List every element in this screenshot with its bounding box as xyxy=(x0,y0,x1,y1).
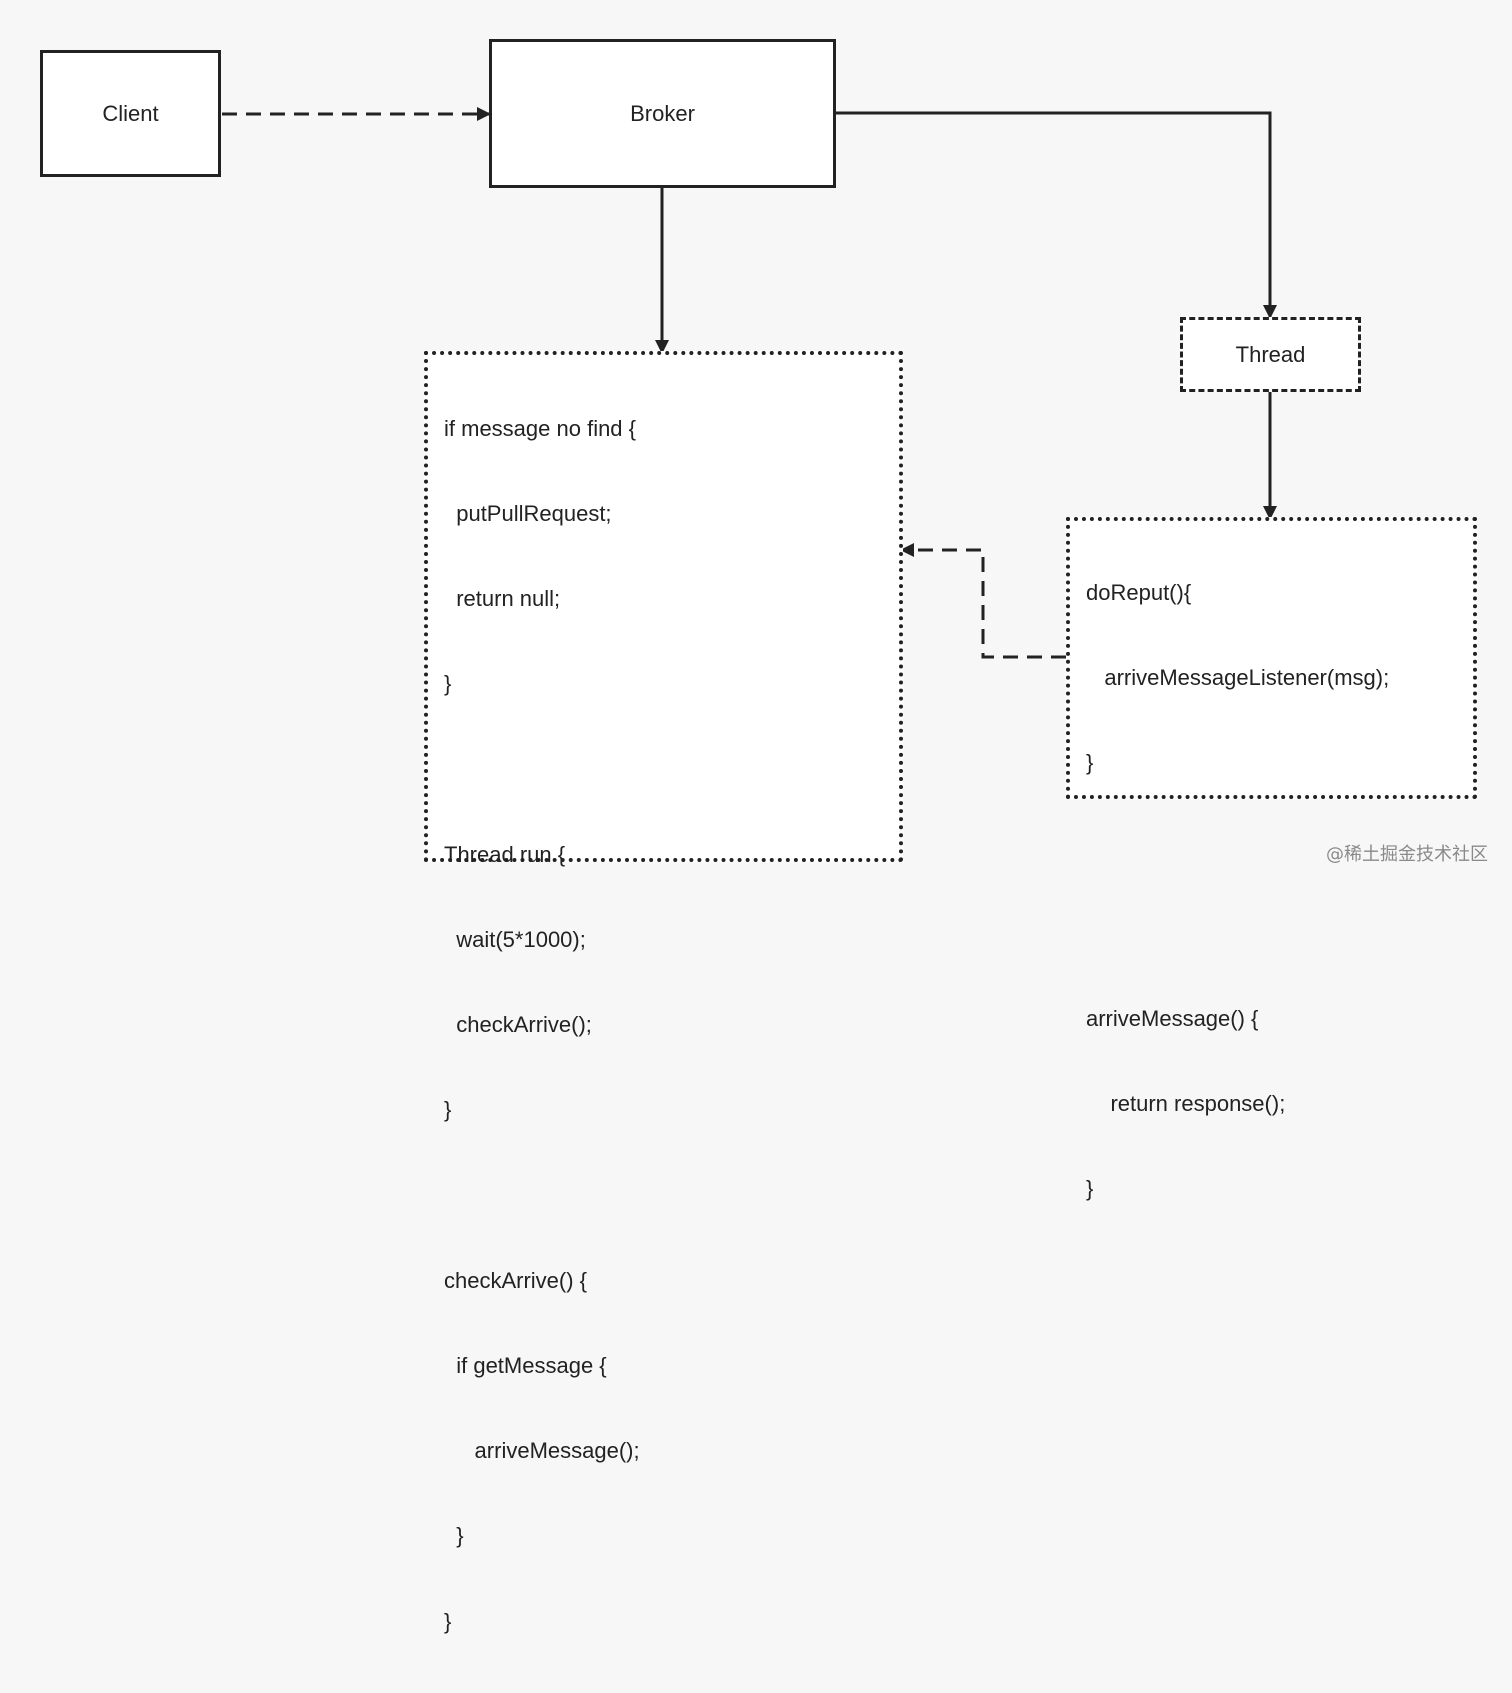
code-line: } xyxy=(444,1097,452,1123)
code-line: } xyxy=(1086,1176,1094,1202)
code-line: if getMessage { xyxy=(444,1353,607,1379)
client-node: Client xyxy=(40,50,221,177)
broker-to-thread-arrow xyxy=(836,111,1277,319)
code-line: wait(5*1000); xyxy=(444,927,586,953)
code-line xyxy=(444,1182,640,1210)
thread-label: Thread xyxy=(1235,341,1306,367)
diagram-canvas: Client Broker Thread if message no find … xyxy=(40,39,1488,1634)
code-line: arriveMessage() { xyxy=(1086,1005,1259,1031)
code-line: arriveMessage(); xyxy=(444,1438,640,1464)
code-line: Thread run { xyxy=(444,841,566,867)
reput-code-box xyxy=(1066,517,1477,799)
pull-request-code-box xyxy=(424,351,903,862)
code-line: checkArrive() { xyxy=(444,1267,588,1293)
client-label: Client xyxy=(102,100,159,126)
code-line: } xyxy=(1086,750,1094,776)
code-line: return response(); xyxy=(1086,1091,1286,1117)
code-line: } xyxy=(444,671,452,697)
reput-to-code-arrow xyxy=(900,543,1066,659)
code-line xyxy=(1086,920,1389,948)
code-line: arriveMessageListener(msg); xyxy=(1086,665,1390,691)
broker-label: Broker xyxy=(630,100,695,126)
thread-node: Thread xyxy=(1180,317,1361,392)
code-line: putPullRequest; xyxy=(444,501,612,527)
code-line: checkArrive(); xyxy=(444,1012,592,1038)
watermark: @稀土掘金技术社区 xyxy=(1326,844,1488,865)
code-line: } xyxy=(444,1523,464,1549)
code-line: if message no find { xyxy=(444,415,637,441)
code-line: return null; xyxy=(444,586,561,612)
code-line: } xyxy=(444,1608,452,1634)
reput-code: doReput(){ arriveMessageListener(msg); }… xyxy=(1086,522,1389,1260)
broker-node: Broker xyxy=(489,39,836,188)
pull-request-code: if message no find { putPullRequest; ret… xyxy=(444,358,640,1693)
code-line xyxy=(444,756,640,784)
code-line: doReput(){ xyxy=(1086,579,1192,605)
connectors-layer xyxy=(222,107,1277,659)
